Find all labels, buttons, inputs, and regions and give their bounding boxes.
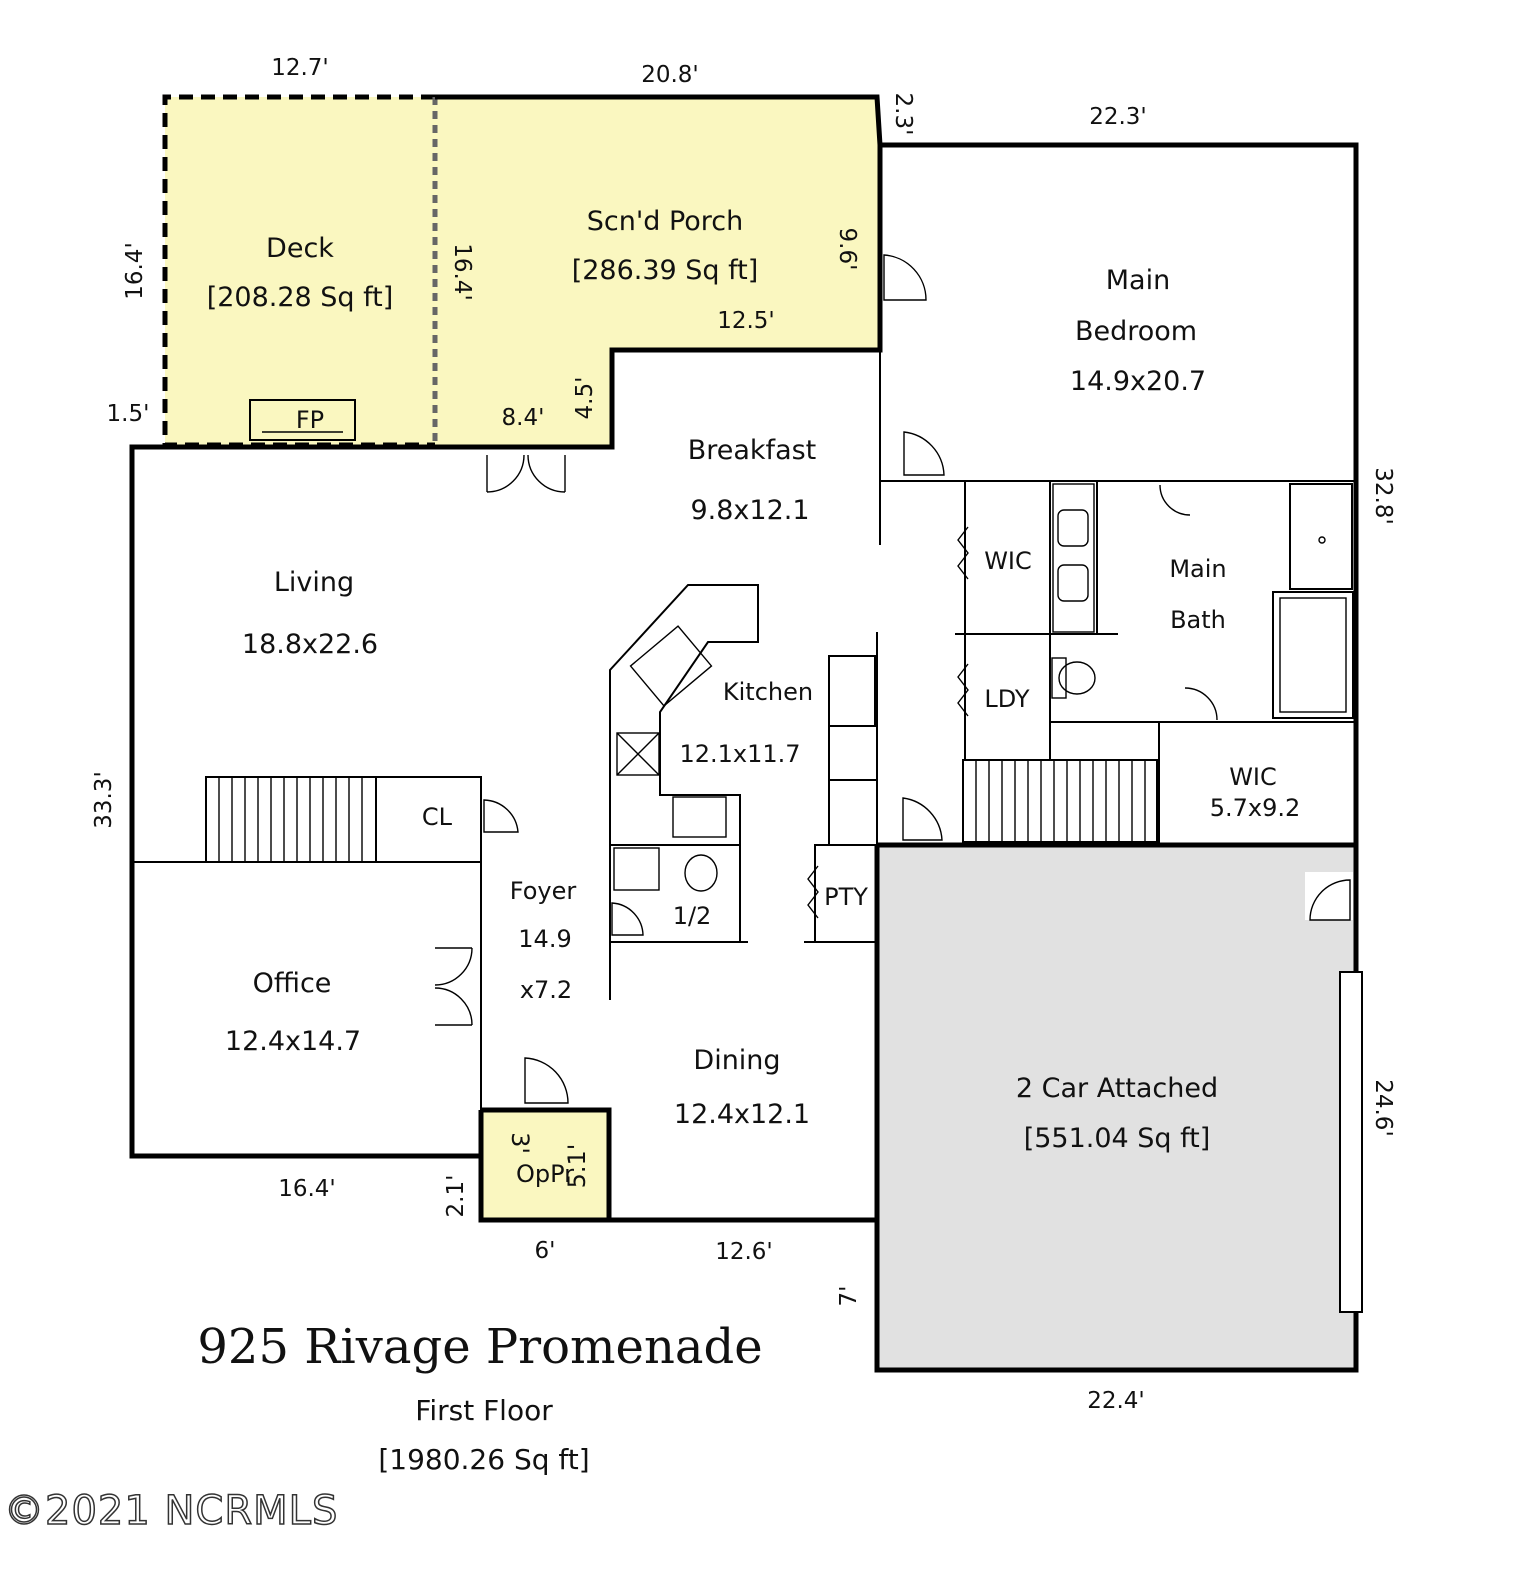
half-bath-sink [613, 847, 660, 891]
half-bath-label: 1/2 [673, 902, 712, 930]
exterior-wall-bedroom [880, 142, 1359, 845]
living-label: Living [274, 567, 354, 598]
dim-oppr-bottom: 6' [535, 1238, 556, 1264]
main-bedroom-label-2: Bedroom [1075, 316, 1197, 347]
kitchen-sink [629, 625, 713, 707]
copyright-watermark: ©2021 NCRMLS [4, 1488, 338, 1534]
dim-dining-bottom: 12.6' [715, 1239, 773, 1265]
office-size: 12.4x14.7 [225, 1026, 361, 1057]
dim-porch-bottom: 8.4' [502, 405, 545, 431]
sink-top [1057, 509, 1089, 547]
dim-deck-top: 12.7' [271, 55, 329, 81]
wic-bottom-label: WIC [1229, 763, 1277, 791]
foyer-label: Foyer [510, 877, 577, 905]
deck-area-label: [208.28 Sq ft] [207, 282, 394, 313]
dim-garage-step: 7' [836, 1286, 862, 1307]
bathtub [1272, 591, 1354, 719]
total-area-label: [1980.26 Sq ft] [378, 1443, 589, 1476]
dim-oppr-left: 2.1' [443, 1175, 469, 1218]
dim-porch-step: 2.3' [890, 93, 916, 136]
wic-top-label: WIC [984, 547, 1032, 575]
oppr-area [481, 1110, 609, 1220]
dim-porch-left: 16.4' [449, 243, 475, 301]
dim-garage-bottom: 22.4' [1087, 1388, 1145, 1414]
dim-deck-left: 16.4' [122, 242, 148, 300]
garage-door-corner [1305, 872, 1353, 920]
main-bath-label-2: Bath [1170, 606, 1226, 634]
breakfast-size: 9.8x12.1 [690, 495, 809, 526]
dim-left-side: 33.3' [91, 771, 117, 829]
kitchen-size: 12.1x11.7 [679, 740, 800, 768]
porch-label: Scn'd Porch [587, 206, 744, 237]
main-stairs [962, 759, 1158, 843]
dim-garage-right: 24.6' [1370, 1079, 1396, 1137]
main-bath-label-1: Main [1169, 555, 1226, 583]
main-bedroom-size: 14.9x20.7 [1070, 366, 1206, 397]
toilet-bowl [1058, 661, 1096, 695]
oppr-dim-a: 3' [506, 1132, 534, 1154]
garage-area-label: [551.04 Sq ft] [1024, 1123, 1211, 1154]
pantry-wall [814, 844, 877, 942]
wic-bottom-size: 5.7x9.2 [1210, 794, 1301, 822]
deck-label: Deck [266, 233, 334, 264]
office-label: Office [253, 968, 332, 999]
dining-label: Dining [693, 1045, 780, 1076]
dim-porch-right: 9.6' [834, 228, 860, 271]
bathtub-inner [1279, 597, 1347, 713]
dim-right-upper: 32.8' [1370, 467, 1396, 525]
closet [375, 776, 482, 863]
garage-area [877, 845, 1356, 1370]
main-bedroom-label-1: Main [1106, 265, 1170, 296]
living-size: 18.8x22.6 [242, 629, 378, 660]
pantry-label: PTY [824, 883, 868, 911]
refrigerator [828, 655, 876, 727]
oppr-label: OpPr [516, 1160, 574, 1188]
plan-title: 925 Rivage Promenade [197, 1319, 762, 1375]
vanity [1052, 483, 1095, 633]
toilet-tank [1051, 657, 1067, 699]
door-swings [434, 254, 1351, 1104]
shower [1289, 483, 1353, 590]
sink-bottom [1057, 564, 1089, 602]
living-stairs-treads [218, 777, 363, 862]
closet-label: CL [422, 803, 453, 831]
exterior-wall-left [129, 444, 481, 1159]
kitchen-counter [609, 584, 759, 1000]
fireplace-label: FP [296, 406, 324, 434]
cooktop [672, 796, 727, 838]
shower-drain [1318, 536, 1326, 544]
dim-porch-notch: 4.5' [572, 377, 598, 420]
dishwasher [616, 732, 660, 776]
deck-area [165, 97, 435, 445]
dining-size: 12.4x12.1 [674, 1099, 810, 1130]
dim-office-bottom: 16.4' [278, 1176, 336, 1202]
kitchen-label: Kitchen [723, 678, 813, 706]
exterior-wall-garage [874, 842, 1359, 1373]
floor-label: First Floor [415, 1394, 553, 1427]
breakfast-label: Breakfast [688, 435, 817, 466]
main-stairs-treads [975, 760, 1146, 842]
dim-deck-small: 1.5' [107, 401, 150, 427]
foyer-size-1: 14.9 [518, 925, 571, 953]
bifold-doors [807, 526, 969, 919]
fireplace [249, 399, 356, 441]
garage-label: 2 Car Attached [1016, 1073, 1218, 1104]
dim-bedroom-top: 22.3' [1089, 104, 1147, 130]
dim-porch-inner: 12.5' [717, 308, 775, 334]
oppr-dim-b: 5.1' [563, 1144, 591, 1189]
dim-porch-top: 20.8' [641, 62, 699, 88]
porch-area [435, 97, 880, 447]
garage-door [1339, 971, 1363, 1313]
half-bath-toilet [684, 854, 718, 892]
porch-area-label: [286.39 Sq ft] [572, 255, 759, 286]
foyer-size-2: x7.2 [520, 976, 572, 1004]
ldy-label: LDY [984, 685, 1030, 713]
